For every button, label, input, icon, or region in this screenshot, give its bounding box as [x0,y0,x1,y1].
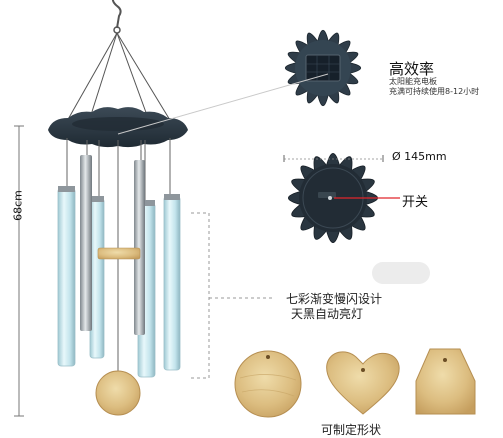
light-bracket [191,212,210,379]
round-wood-icon [234,350,302,418]
feature-line-1: 七彩渐变慢闪设计 [286,292,383,306]
solar-panel-icon [284,29,362,107]
wind-chime-icon [48,0,188,416]
panel-title: 高效率 [389,60,435,78]
diameter-dimension [283,155,384,162]
panel-pointer-line [117,73,329,135]
panel-subtitle-1: 太阳能充电板 [389,77,437,86]
feature-line-2: 天黑自动亮灯 [291,307,364,321]
hexagon-wood-icon [415,348,476,415]
shapes-caption: 可制定形状 [321,423,382,437]
diameter-label: Ø 145mm [392,150,447,163]
height-dimension [14,125,24,417]
switch-label: 开关 [402,195,429,210]
sunflower-disc-icon [287,152,379,244]
heart-wood-icon [326,351,400,415]
highlight-shape [372,262,430,284]
panel-subtitle-2: 充满可持续使用8-12小时 [389,87,480,96]
height-label: 68cm [11,190,25,221]
